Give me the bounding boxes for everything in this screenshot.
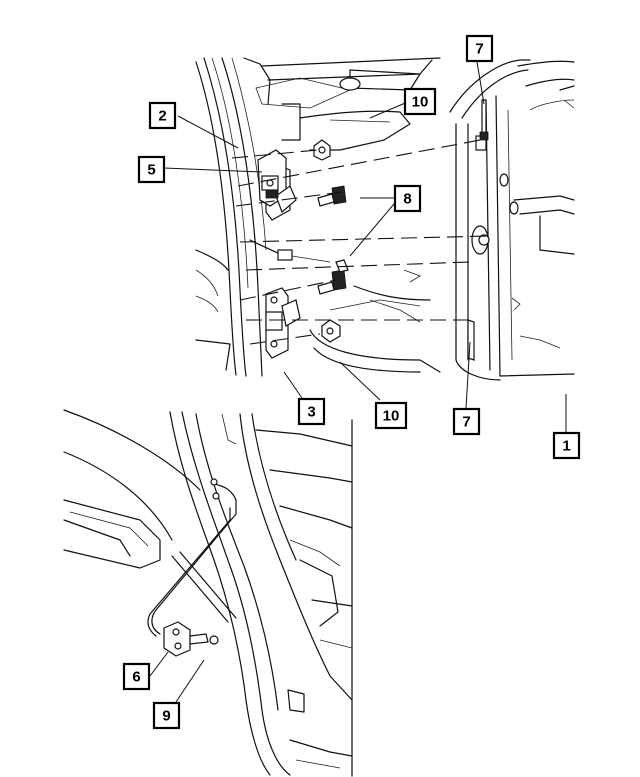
callout-10-lower: 10	[374, 401, 408, 430]
hinge-nut-upper	[313, 139, 331, 161]
svg-text:6: 6	[132, 669, 140, 686]
lower-hinge-detail	[163, 621, 219, 657]
callout-8: 8	[393, 184, 422, 213]
callout-2: 2	[148, 101, 177, 130]
svg-text:7: 7	[475, 41, 483, 58]
leader-lines	[149, 61, 567, 703]
callout-5: 5	[137, 155, 166, 184]
svg-text:2: 2	[158, 108, 166, 125]
svg-text:9: 9	[162, 708, 170, 725]
door-stud-bolt-upper	[479, 99, 489, 141]
callout-6: 6	[122, 662, 151, 691]
callout-7-upper: 7	[465, 34, 494, 63]
upper-door-hinge-view	[195, 57, 575, 381]
callout-3: 3	[297, 397, 326, 426]
hinge-nut-lower	[321, 319, 341, 343]
callout-9: 9	[152, 701, 181, 730]
callout-1: 1	[552, 431, 581, 460]
svg-text:10: 10	[412, 94, 429, 111]
svg-text:7: 7	[462, 414, 470, 431]
hinge-bolt-lower	[317, 259, 349, 295]
hinge-bolt-upper	[317, 185, 347, 207]
lower-pillar-detail-view	[63, 409, 353, 777]
lower-door-hinge	[265, 287, 301, 359]
svg-text:5: 5	[147, 162, 155, 179]
door-check-strap	[249, 239, 331, 263]
svg-text:3: 3	[307, 404, 315, 421]
callout-10-upper: 10	[403, 87, 437, 116]
svg-text:8: 8	[403, 191, 411, 208]
svg-text:1: 1	[562, 438, 570, 455]
svg-text:10: 10	[383, 408, 400, 425]
callout-7-lower: 7	[452, 407, 481, 436]
